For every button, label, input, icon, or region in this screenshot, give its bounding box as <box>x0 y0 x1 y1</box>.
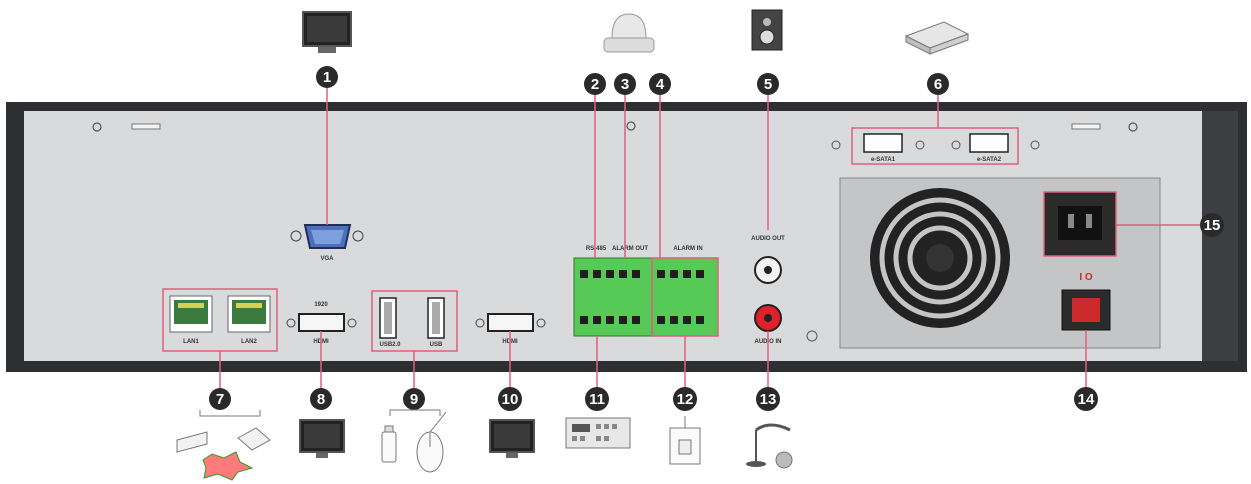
lan1-label: LAN1 <box>183 339 199 345</box>
callout-9-label: 9 <box>410 391 418 408</box>
callout-10-label: 10 <box>502 391 519 408</box>
callout-5: 5 <box>757 73 779 95</box>
callout-14-label: 14 <box>1078 391 1095 408</box>
callout-2-label: 2 <box>591 76 599 93</box>
vga-port[interactable] <box>290 224 364 249</box>
callout-7-label: 7 <box>216 391 224 408</box>
audio-out-jack[interactable] <box>754 256 782 284</box>
hdmi-port-2[interactable] <box>475 313 546 332</box>
callout-1: 1 <box>316 66 338 88</box>
rs485-terminal[interactable] <box>573 257 653 337</box>
callout-15: 15 <box>1200 213 1224 237</box>
lan-port-2[interactable] <box>227 295 271 333</box>
lan-port-1[interactable] <box>169 295 213 333</box>
vga-label: VGA <box>320 256 334 262</box>
callout-15-label: 15 <box>1204 217 1221 234</box>
esata-group-box <box>851 127 1019 165</box>
callout-11-label: 11 <box>589 391 605 408</box>
ground-screw <box>806 330 818 342</box>
callout-5-label: 5 <box>764 76 772 93</box>
alarm-in-terminal[interactable] <box>651 257 719 337</box>
power-switch[interactable] <box>1061 289 1111 331</box>
callout-8-label: 8 <box>317 391 325 408</box>
monitor-icon <box>302 11 352 53</box>
usb-flash-drive-icon <box>381 425 397 463</box>
hdmi-monitor-icon <box>299 419 345 458</box>
ptz-camera-icon <box>603 13 655 53</box>
callout-1-label: 1 <box>323 69 331 86</box>
esata-screws <box>831 140 1040 150</box>
callout-13-label: 13 <box>760 391 777 408</box>
rs485-label: RS-485 <box>586 246 607 252</box>
alarm-sensor-icon <box>669 416 701 465</box>
network-devices-icon <box>176 410 271 481</box>
esata2-label: e-SATA2 <box>977 157 1002 163</box>
power-switch-mark: I O <box>1079 272 1093 283</box>
esata-port-2[interactable] <box>969 133 1009 153</box>
hdmi-monitor-icon-2 <box>489 419 535 458</box>
power-socket[interactable] <box>1043 191 1117 257</box>
mouse-icon <box>389 409 447 473</box>
usb1-label: USB2.0 <box>379 342 401 348</box>
external-drive-icon <box>904 21 970 55</box>
esata1-label: e-SATA1 <box>871 157 896 163</box>
callout-3-label: 3 <box>621 76 629 93</box>
hdmi-top-label: 1920 <box>314 302 328 308</box>
callout-14: 14 <box>1074 387 1098 411</box>
panel-screws <box>92 121 1138 132</box>
callout-6-label: 6 <box>934 76 942 93</box>
audio-out-label: AUDIO OUT <box>751 236 785 242</box>
usb2-label: USB <box>430 342 443 348</box>
microphone-icon <box>746 423 793 469</box>
leader-lines <box>219 88 1200 388</box>
callout-7: 7 <box>209 388 231 410</box>
usb-port-2[interactable] <box>427 297 445 339</box>
callout-12: 12 <box>673 387 697 411</box>
callout-2: 2 <box>584 73 606 95</box>
alarm-in-label: ALARM IN <box>673 246 702 252</box>
callout-4: 4 <box>649 73 671 95</box>
hdmi-port-1[interactable] <box>286 313 357 332</box>
callout-10: 10 <box>498 387 522 411</box>
esata-port-1[interactable] <box>863 133 903 153</box>
callout-11: 11 <box>585 387 609 411</box>
callout-13: 13 <box>756 387 780 411</box>
callout-9: 9 <box>403 388 425 410</box>
audio-in-jack[interactable] <box>754 304 782 332</box>
panel-slot-left <box>131 123 161 130</box>
ptz-keyboard-icon <box>565 417 631 449</box>
panel-slot-right <box>1071 123 1101 130</box>
speaker-icon <box>751 9 783 51</box>
lan2-label: LAN2 <box>241 339 257 345</box>
callout-4-label: 4 <box>656 76 665 93</box>
callout-3: 3 <box>614 73 636 95</box>
callout-12-label: 12 <box>677 391 694 408</box>
usb-port-1[interactable] <box>379 297 397 339</box>
callout-6: 6 <box>927 73 949 95</box>
callout-8: 8 <box>310 388 332 410</box>
alarm-out-label: ALARM OUT <box>612 246 648 252</box>
